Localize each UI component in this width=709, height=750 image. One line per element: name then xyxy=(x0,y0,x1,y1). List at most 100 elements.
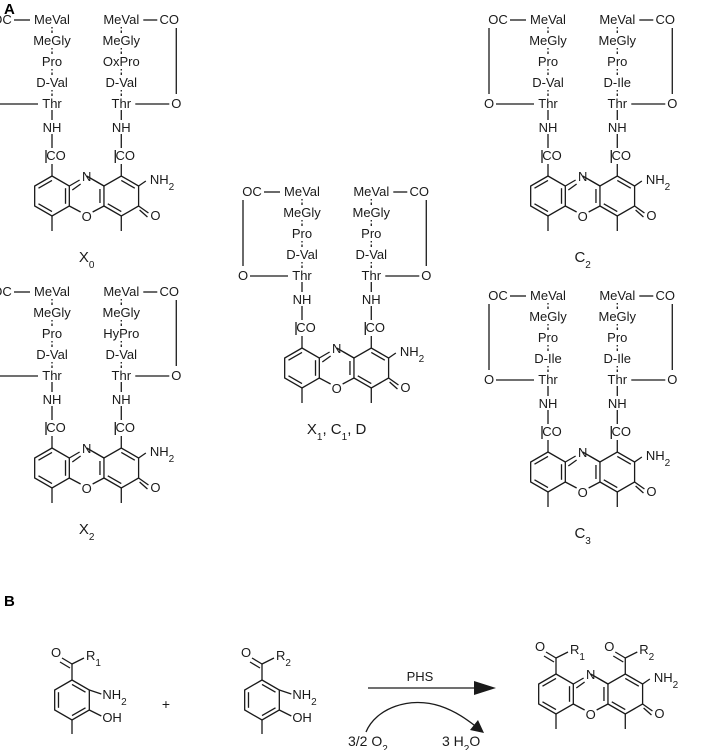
amine-bond xyxy=(138,452,147,459)
water-product-label-subscript: 2 xyxy=(464,744,470,750)
amino-acid-label: MeGly xyxy=(103,33,141,48)
amide-carbonyl-label: CO xyxy=(612,424,632,439)
lactone-carbonyl-label: OC xyxy=(488,288,508,303)
hydroxyl-label: OH xyxy=(292,710,312,725)
hydroxyl-bond xyxy=(279,709,292,717)
amide-nh-label: NH xyxy=(539,120,558,135)
carbonyl-bond xyxy=(545,651,557,659)
lactone-carbonyl-label: CO xyxy=(656,288,676,303)
quinone-oxygen-label: O xyxy=(150,480,160,495)
amide-carbonyl-label: CO xyxy=(542,424,562,439)
aromatic-double-bond xyxy=(261,707,276,717)
amine-bond xyxy=(279,689,292,695)
lactone-carbonyl-label: CO xyxy=(160,12,180,27)
ring-bond xyxy=(588,205,601,213)
carbonyl-double-bond xyxy=(635,485,644,494)
amino-group-label-main: NH xyxy=(292,687,311,702)
carbonyl-oxygen-label: O xyxy=(241,645,251,660)
ring-oxygen-label: O xyxy=(332,381,342,396)
amino-acid-label: MeGly xyxy=(103,305,141,320)
caption-part: C xyxy=(331,421,342,438)
aromatic-double-bond xyxy=(288,351,303,361)
amino-group-label-main: NH xyxy=(646,172,665,187)
carbonyl-double-bond xyxy=(543,655,555,663)
ring-oxygen-label: O xyxy=(586,707,596,722)
amino-acid-label: Pro xyxy=(538,54,558,69)
ring-double-bond xyxy=(71,455,82,463)
amine-bond xyxy=(138,180,147,187)
quinone-ring xyxy=(582,175,636,217)
carbonyl-double-bond xyxy=(59,661,71,669)
ring-double-bond xyxy=(321,355,332,363)
lactone-carbonyl-label: OC xyxy=(488,12,508,27)
amino-acid-label: HyPro xyxy=(103,326,139,341)
structure-caption: X0 xyxy=(79,249,95,271)
lactone-carbonyl-label: CO xyxy=(160,284,180,299)
amino-acid-label: MeVal xyxy=(103,12,139,27)
amide-carbonyl-label: CO xyxy=(542,148,562,163)
r-group-label: R2 xyxy=(639,642,654,663)
amide-carbonyl-label: CO xyxy=(116,148,136,163)
quinone-oxygen-label: O xyxy=(400,380,410,395)
caption-part: D xyxy=(356,421,367,438)
amide-carbonyl-label: CO xyxy=(116,420,136,435)
threonine-label: Thr xyxy=(538,372,558,387)
amine-bond xyxy=(89,689,102,695)
amino-group-label-main: NH xyxy=(102,687,121,702)
amino-group-label-main: NH xyxy=(400,344,419,359)
aromatic-double-bond xyxy=(616,179,632,189)
amino-group-label-subscript: 2 xyxy=(311,697,317,708)
carbonyl-oxygen-label: O xyxy=(535,639,545,654)
amino-acid-label: MeGly xyxy=(599,33,637,48)
ring-bond xyxy=(318,351,330,359)
ring-oxygen-label: O xyxy=(82,209,92,224)
ring-nitrogen-label: N xyxy=(82,169,91,184)
aromatic-double-bond xyxy=(603,479,618,489)
amide-carbonyl-label: CO xyxy=(46,148,66,163)
ring-nitrogen-label: N xyxy=(578,445,587,460)
threonine-label: Thr xyxy=(608,372,628,387)
aromatic-double-bond xyxy=(71,683,86,693)
aromatic-double-bond xyxy=(534,179,549,189)
r-group-label-subscript: 1 xyxy=(579,652,585,663)
amino-acid-label: MeGly xyxy=(283,205,321,220)
amino-group-label-subscript: 2 xyxy=(673,680,679,691)
oxygen-reagent-label-subscript: 2 xyxy=(382,744,388,750)
amino-acid-label: MeVal xyxy=(103,284,139,299)
amino-acid-label: D-Val xyxy=(356,247,388,262)
amide-nh-label: NH xyxy=(539,396,558,411)
aromatic-double-bond xyxy=(616,455,632,465)
ring-bond xyxy=(93,179,105,187)
amino-acid-label: OxPro xyxy=(103,54,140,69)
aromatic-double-bond xyxy=(603,203,618,213)
aromatic-double-bond xyxy=(38,451,53,461)
structure-caption-subscript: 0 xyxy=(89,260,95,271)
amino-group-label-main: NH xyxy=(150,444,169,459)
amino-acid-label: D-Val xyxy=(286,247,318,262)
amino-group-label-main: NH xyxy=(150,172,169,187)
aromatic-double-bond xyxy=(38,475,53,485)
left-benzene-ring xyxy=(538,673,574,715)
carbonyl-bond xyxy=(634,481,645,490)
left-benzene-ring xyxy=(34,447,70,489)
ring-bond xyxy=(69,477,81,485)
carbonyl-oxygen-label: O xyxy=(604,639,614,654)
amide-nh-label: NH xyxy=(608,120,627,135)
amino-acid-label: D-Val xyxy=(36,75,68,90)
aromatic-double-bond xyxy=(370,351,386,361)
amino-group-label-subscript: 2 xyxy=(665,458,671,469)
left-benzene-ring xyxy=(284,347,320,389)
ester-oxygen-label: O xyxy=(484,372,494,387)
water-product-label-tail: O xyxy=(469,733,480,749)
ring-bond xyxy=(565,205,577,213)
amine-bond xyxy=(634,456,643,463)
ring-nitrogen-label: N xyxy=(586,667,595,682)
amide-carbonyl-label: CO xyxy=(46,420,66,435)
amino-acid-label: D-Val xyxy=(106,75,138,90)
